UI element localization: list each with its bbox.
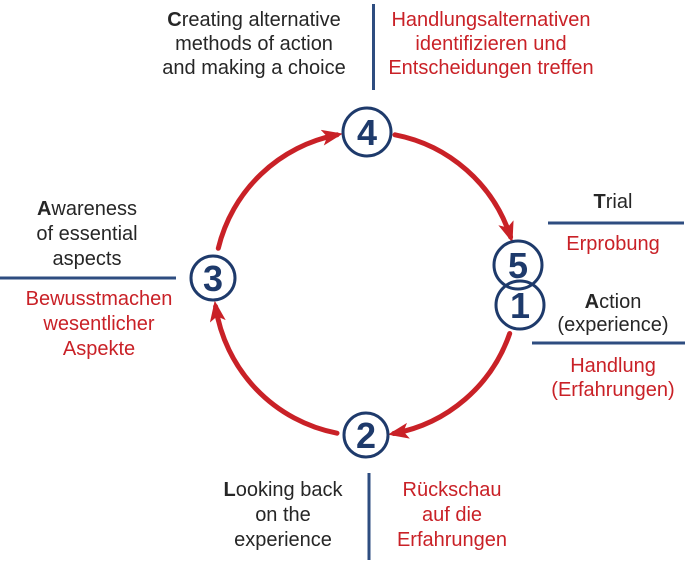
label-line: Looking back — [223, 479, 343, 501]
label-line: Entscheidungen treffen — [388, 57, 594, 79]
label-line: identifizieren und — [415, 33, 567, 55]
node-4-fill — [343, 108, 391, 156]
label-line: Erfahrungen — [396, 529, 508, 551]
node-number-4: 4 — [357, 112, 377, 153]
label-line: (Erfahrungen) — [551, 379, 675, 401]
label-line: Action — [584, 291, 642, 313]
label-line: on the — [255, 504, 311, 526]
node-2-ring — [342, 411, 390, 459]
node-2-fill — [344, 413, 388, 457]
node-1-fill — [496, 281, 544, 329]
arc-2-to-3 — [209, 300, 340, 436]
label-line: experience — [234, 529, 332, 551]
label-line: of essential — [36, 223, 138, 245]
label-line: Handlungsalternativen — [391, 9, 591, 31]
label-line: Bewusstmachen — [25, 288, 173, 310]
node-5-fill — [494, 241, 542, 289]
label-bold-initial: C — [167, 9, 182, 31]
label-line: Aspekte — [62, 338, 136, 360]
label-step1-german: Handlung (Erfahrungen) — [533, 354, 685, 402]
label-line: Erprobung — [566, 233, 660, 255]
label-step3-english: Awareness of essential aspects — [0, 197, 174, 272]
label-line: auf die — [421, 504, 483, 526]
label-bold-initial: A — [584, 291, 600, 313]
node-number-5: 5 — [508, 245, 528, 286]
label-bold-initial: A — [36, 198, 52, 220]
node-number-2: 2 — [356, 415, 376, 456]
arc-4-to-5 — [392, 132, 514, 243]
label-step3-german: Bewusstmachen wesentlicher Aspekte — [9, 287, 189, 362]
node-3-ring — [189, 254, 237, 302]
label-line: Awareness — [36, 198, 138, 220]
node-1-ring — [494, 279, 546, 331]
label-line: Trial — [593, 191, 633, 213]
label-line: methods of action — [175, 33, 333, 55]
label-step1-english: Action (experience) — [538, 291, 685, 337]
node-3-fill — [191, 256, 235, 300]
arc-3-to-4 — [215, 129, 343, 251]
label-step5-german: Erprobung — [538, 232, 685, 256]
label-step2-english: Looking back on the experience — [183, 478, 383, 553]
label-bold-initial: L — [223, 479, 236, 501]
label-step5-english: Trial — [538, 190, 685, 214]
label-step4-english: Creating alternative methods of action a… — [104, 8, 404, 80]
label-bold-initial: T — [593, 191, 606, 213]
label-line: Rückschau — [402, 479, 502, 501]
node-number-1: 1 — [510, 285, 530, 326]
label-step4-german: Handlungsalternativen identifizieren und… — [376, 8, 606, 80]
label-line: and making a choice — [162, 57, 346, 79]
label-line: Handlung — [570, 355, 656, 377]
node-4-ring — [341, 106, 393, 158]
label-line: aspects — [52, 248, 122, 270]
node-5-ring — [492, 239, 544, 291]
label-line: wesentlicher — [43, 313, 155, 335]
arc-1-to-2 — [387, 331, 513, 439]
node-number-3: 3 — [203, 258, 223, 299]
label-line: Creating alternative — [167, 9, 341, 31]
label-line: (experience) — [557, 314, 669, 336]
label-step2-german: Rückschau auf die Erfahrungen — [352, 478, 552, 553]
